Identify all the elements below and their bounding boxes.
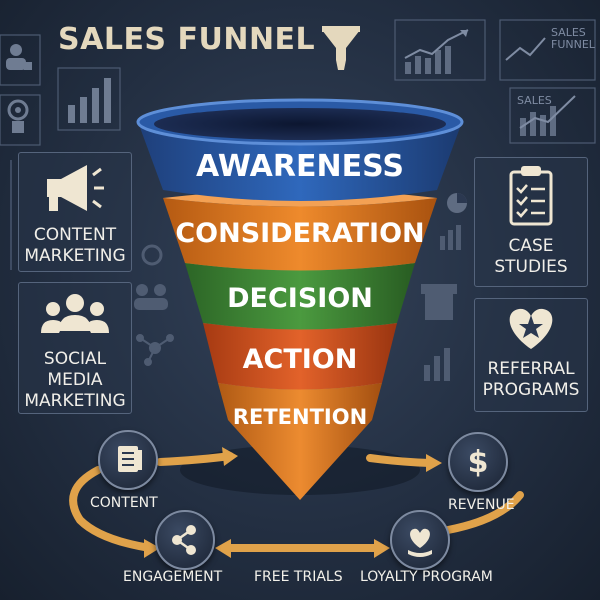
loyalty-circle-button	[390, 510, 450, 570]
dollar-icon: $	[468, 445, 489, 480]
bg-panel	[499, 19, 596, 81]
bg-panel	[57, 67, 121, 131]
trend-line-icon	[505, 37, 546, 61]
bg-divider	[10, 160, 12, 270]
engagement-circle-button	[155, 510, 215, 570]
case-studies-panel: CASE STUDIES	[474, 157, 588, 287]
arrowhead-icon	[426, 454, 442, 472]
megaphone-icon	[47, 165, 104, 211]
funnel-tier-awareness	[136, 98, 464, 201]
arrowhead-icon	[374, 539, 390, 558]
social-media-panel: SOCIAL MEDIA MARKETING	[18, 282, 132, 414]
bg-panel	[509, 87, 596, 144]
cycle-label-free-trials: FREE TRIALS	[254, 569, 343, 585]
arrow-heads	[144, 447, 442, 558]
tier-label: DECISION	[227, 283, 373, 314]
small-bars-icon	[440, 225, 461, 250]
heart-hand-icon	[408, 528, 432, 557]
pie-faint-icon	[141, 244, 163, 266]
arrow-content-to-funnel	[156, 452, 234, 466]
arrow-loyalty-to-revenue	[444, 491, 524, 534]
content-circle-button	[98, 430, 158, 490]
arrowhead-icon	[144, 539, 160, 558]
revenue-circle-button: $	[448, 432, 508, 492]
share-icon	[172, 525, 196, 555]
page-title: SALES FUNNEL	[58, 22, 316, 57]
svg-text:$: $	[468, 445, 489, 480]
funnel-icon	[322, 26, 360, 70]
heart-star-icon	[509, 308, 553, 349]
mini-chart-label: SALES FUNNEL	[551, 26, 595, 51]
tier-label: CONSIDERATION	[175, 218, 424, 249]
cycle-label-revenue: REVENUE	[448, 497, 515, 513]
social-media-label: SOCIAL MEDIA MARKETING	[24, 349, 126, 411]
people-icon	[41, 294, 109, 333]
bg-bars-icon	[424, 348, 450, 381]
bg-panel	[0, 94, 41, 146]
document-icon	[118, 446, 142, 472]
cycle-label-engagement: ENGAGEMENT	[123, 569, 223, 585]
clipboard-checklist-icon	[509, 166, 553, 226]
referral-panel: REFERRAL PROGRAMS	[474, 298, 588, 412]
cycle-label-content: CONTENT	[90, 495, 158, 511]
bg-panel	[0, 34, 41, 86]
arrowhead-icon	[215, 539, 231, 558]
arrow-loop-left	[69, 466, 154, 552]
case-studies-label: CASE STUDIES	[494, 236, 568, 277]
people-faint-icon	[134, 284, 168, 310]
line-chart-icon	[404, 29, 469, 74]
tier-label: ACTION	[243, 344, 358, 375]
mini-chart-label: SALES	[517, 94, 552, 107]
tier-label: AWARENESS	[196, 149, 404, 184]
bar-trend-icon	[519, 95, 576, 136]
gift-icon	[421, 284, 457, 320]
bg-panel	[394, 19, 486, 81]
pie-chart-icon	[447, 193, 467, 213]
user-icon	[6, 44, 32, 70]
cycle-label-loyalty: LOYALTY PROGRAM	[360, 569, 493, 585]
target-icon	[7, 99, 29, 133]
bar-chart-icon	[68, 78, 111, 123]
content-marketing-label: CONTENT MARKETING	[24, 225, 126, 266]
referral-label: REFERRAL PROGRAMS	[482, 359, 580, 400]
network-icon	[136, 334, 174, 366]
content-marketing-panel: CONTENT MARKETING	[18, 152, 132, 272]
arrowhead-icon	[222, 447, 238, 466]
arrow-funnel-to-revenue	[366, 454, 434, 467]
tier-label: RETENTION	[233, 405, 367, 429]
